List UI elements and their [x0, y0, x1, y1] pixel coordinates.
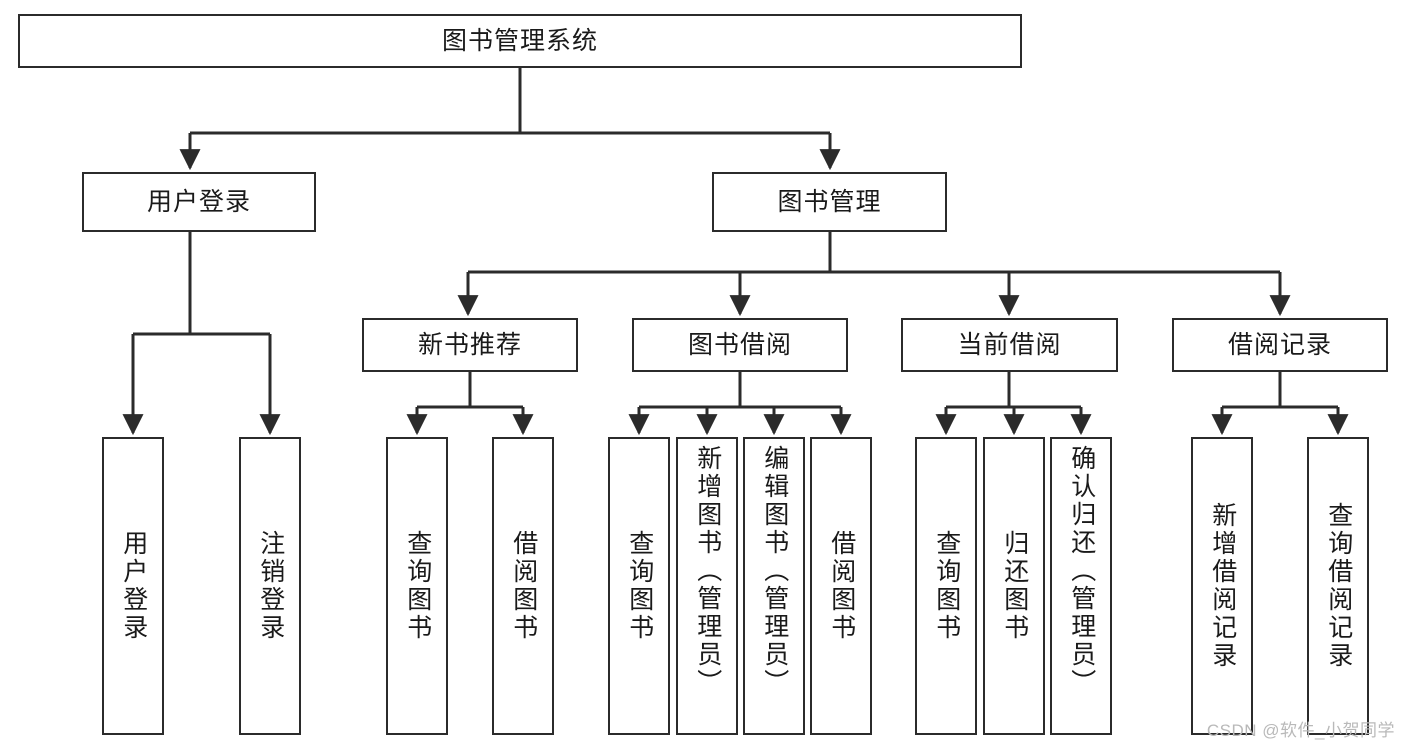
leaf-label: 借阅图书 [509, 530, 538, 642]
node-current-borrowing[interactable]: 当前借阅 [901, 318, 1118, 372]
leaf-label: 确认归还（管理员） [1067, 445, 1096, 697]
node-new-book-recommendation[interactable]: 新书推荐 [362, 318, 578, 372]
leaf-label: 查询图书 [932, 530, 961, 642]
leaf-label: 查询图书 [625, 530, 654, 642]
node-label: 图书管理系统 [441, 27, 598, 55]
node-label: 图书管理 [777, 188, 882, 216]
leaf-new-book-borrow-books[interactable]: 借阅图书 [492, 437, 554, 735]
leaf-current-borrow-query-books[interactable]: 查询图书 [915, 437, 977, 735]
leaf-current-borrow-confirm-return-admin[interactable]: 确认归还（管理员） [1050, 437, 1112, 735]
node-label: 图书借阅 [687, 331, 792, 359]
leaf-book-borrow-add-book-admin[interactable]: 新增图书（管理员） [676, 437, 738, 735]
leaf-user-login-logout[interactable]: 注销登录 [239, 437, 301, 735]
leaf-user-login-login[interactable]: 用户登录 [102, 437, 164, 735]
leaf-label: 借阅图书 [827, 530, 856, 642]
leaf-label: 查询图书 [403, 530, 432, 642]
leaf-current-borrow-return-books[interactable]: 归还图书 [983, 437, 1045, 735]
node-book-management[interactable]: 图书管理 [712, 172, 947, 232]
leaf-label: 查询借阅记录 [1324, 502, 1353, 670]
node-book-borrowing[interactable]: 图书借阅 [632, 318, 848, 372]
leaf-borrow-record-add-record[interactable]: 新增借阅记录 [1191, 437, 1253, 735]
node-user-login[interactable]: 用户登录 [82, 172, 316, 232]
leaf-label: 编辑图书（管理员） [760, 445, 789, 697]
leaf-book-borrow-query-books[interactable]: 查询图书 [608, 437, 670, 735]
node-label: 借阅记录 [1227, 331, 1332, 359]
node-root-library-system[interactable]: 图书管理系统 [18, 14, 1022, 68]
leaf-label: 新增图书（管理员） [693, 445, 722, 697]
leaf-label: 注销登录 [256, 530, 285, 642]
node-label: 用户登录 [146, 188, 251, 216]
leaf-book-borrow-borrow-books[interactable]: 借阅图书 [810, 437, 872, 735]
leaf-label: 归还图书 [1000, 530, 1029, 642]
node-label: 当前借阅 [957, 331, 1062, 359]
leaf-label: 新增借阅记录 [1208, 502, 1237, 670]
leaf-label: 用户登录 [119, 530, 148, 642]
leaf-borrow-record-query-record[interactable]: 查询借阅记录 [1307, 437, 1369, 735]
node-label: 新书推荐 [417, 331, 522, 359]
leaf-new-book-query-books[interactable]: 查询图书 [386, 437, 448, 735]
leaf-book-borrow-edit-book-admin[interactable]: 编辑图书（管理员） [743, 437, 805, 735]
node-borrowing-record[interactable]: 借阅记录 [1172, 318, 1388, 372]
